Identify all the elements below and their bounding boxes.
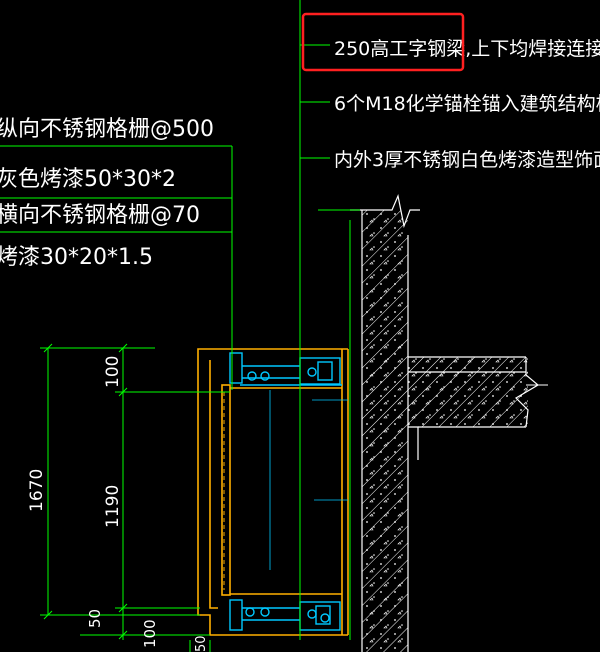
callout-paint-small: 烤漆30*20*1.5 (0, 245, 153, 270)
dim-middle: 1190 (103, 485, 123, 528)
top-bracket (229, 352, 348, 570)
dim-corner: 50 (194, 635, 209, 652)
dim-bottom: 100 (141, 619, 159, 648)
floor-slab (408, 356, 548, 460)
dim-bottom-small: 50 (86, 609, 104, 628)
dim-overall: 1670 (27, 469, 47, 512)
steel-frame (197, 348, 349, 636)
callout-grey-paint: 灰色烤漆50*30*2 (0, 167, 176, 192)
callout-chemical-anchor: 6个M18化学锚栓锚入建筑结构柱内 (334, 93, 600, 115)
leader-lines (0, 0, 360, 640)
highlight-box (301, 12, 465, 72)
callout-horizontal-grille: 横向不锈钢格栅@70 (0, 203, 200, 228)
callout-cladding: 内外3厚不锈钢白色烤漆造型饰面 (334, 149, 600, 171)
dimension-lines (40, 343, 230, 652)
callout-vertical-grille: 纵向不锈钢格栅@500 (0, 117, 214, 142)
bottom-bracket (229, 599, 341, 631)
dim-top: 100 (103, 356, 123, 388)
callout-i-beam: 250高工字钢梁,上下均焊接连接角 (334, 38, 600, 60)
concrete-column (350, 193, 420, 652)
